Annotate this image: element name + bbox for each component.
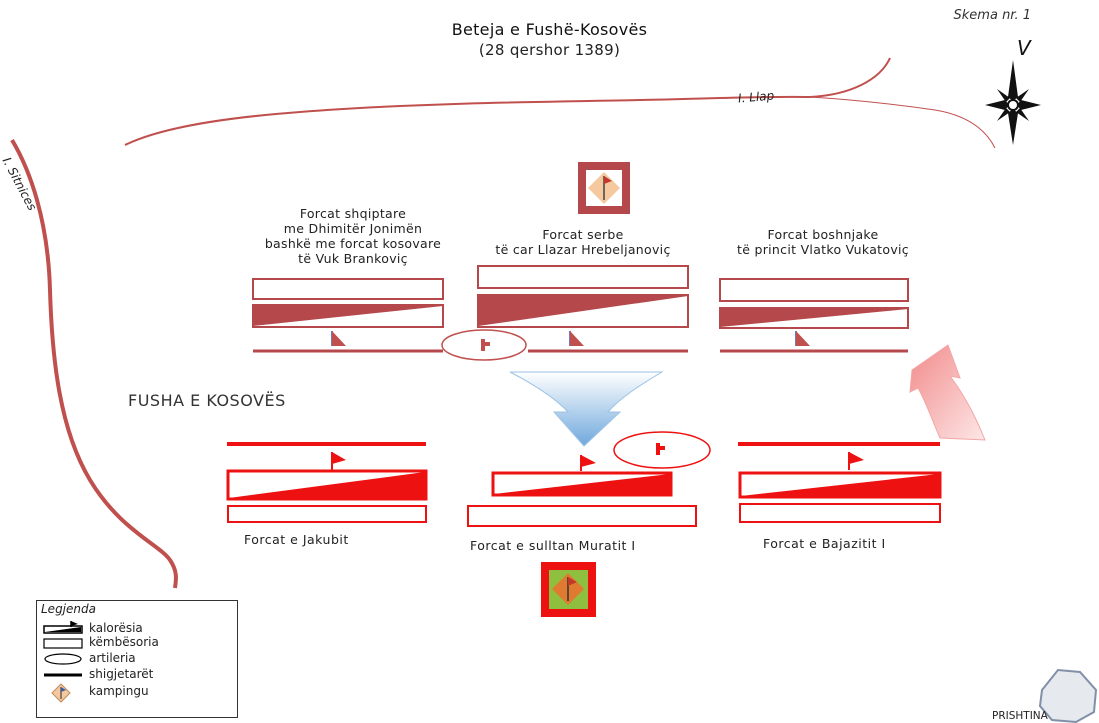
red-flank-arrow — [909, 344, 986, 441]
legend-artillery: artileria — [89, 651, 136, 665]
river-llap-branch — [809, 96, 996, 149]
compass-icon — [985, 60, 1041, 145]
bosnian-formation — [719, 278, 909, 353]
scheme-number: Skema nr. 1 — [953, 8, 1031, 23]
legend-cavalry: kalorësia — [89, 621, 143, 635]
title-text: Beteja e Fushë-Kosovës — [451, 20, 648, 39]
murat-forces-label: Forcat e sulltan Muratit I — [470, 538, 636, 553]
blue-attack-arrow — [509, 371, 664, 447]
legend-camp: kampingu — [89, 684, 149, 698]
bosnian-forces-label: Forcat boshnjake të princit Vlatko Vukat… — [708, 227, 938, 257]
albanian-line-3: bashkë me forcat kosovare — [264, 236, 442, 251]
legend-title: Legjenda — [41, 602, 96, 616]
battle-date: (28 qershor 1389) — [478, 41, 621, 59]
legend-infantry: këmbësoria — [89, 635, 159, 649]
artillery-symbol — [44, 653, 82, 665]
serbian-camp-icon — [578, 162, 630, 214]
serbian-formation — [441, 265, 689, 361]
infantry-symbol — [43, 638, 83, 649]
ottoman-camp-icon — [541, 562, 596, 617]
albanian-formation — [252, 278, 444, 353]
prishtina-label: PRISHTINA — [992, 710, 1048, 722]
camp-symbol — [51, 683, 71, 703]
albanian-line-1: Forcat shqiptare — [299, 206, 407, 221]
prishtina-area — [1038, 668, 1098, 723]
albanian-line-2: me Dhimitër Jonimën — [283, 221, 423, 236]
bosnian-line-1: Forcat boshnjake — [767, 227, 879, 242]
field-label: FUSHA E KOSOVËS — [128, 391, 286, 410]
serbian-line-1: Forcat serbe — [542, 227, 624, 242]
serbian-forces-label: Forcat serbe të car Llazar Hrebeljanoviç — [468, 227, 698, 257]
jakub-formation — [226, 442, 428, 523]
legend: Legjenda kalorësia këmbësoria artileria … — [36, 600, 238, 718]
bajazit-forces-label: Forcat e Bajazitit I — [763, 536, 886, 551]
map-title: Beteja e Fushë-Kosovës (28 qershor 1389) — [0, 20, 1099, 59]
albanian-line-4: të Vuk Brankoviç — [298, 251, 408, 266]
bajazit-formation — [738, 442, 942, 523]
serbian-line-2: të car Llazar Hrebeljanoviç — [495, 242, 671, 257]
archers-symbol — [44, 673, 82, 677]
jakub-forces-label: Forcat e Jakubit — [244, 532, 349, 547]
river-sitnica — [10, 138, 178, 589]
cavalry-symbol — [43, 621, 83, 634]
murat-formation — [467, 431, 711, 527]
bosnian-line-2: të princit Vlatko Vukatoviç — [737, 242, 909, 257]
river-llap — [124, 57, 891, 146]
north-label: V — [1017, 36, 1031, 60]
albanian-forces-label: Forcat shqiptare me Dhimitër Jonimën bas… — [253, 206, 453, 266]
legend-archers: shigjetarët — [89, 667, 154, 681]
